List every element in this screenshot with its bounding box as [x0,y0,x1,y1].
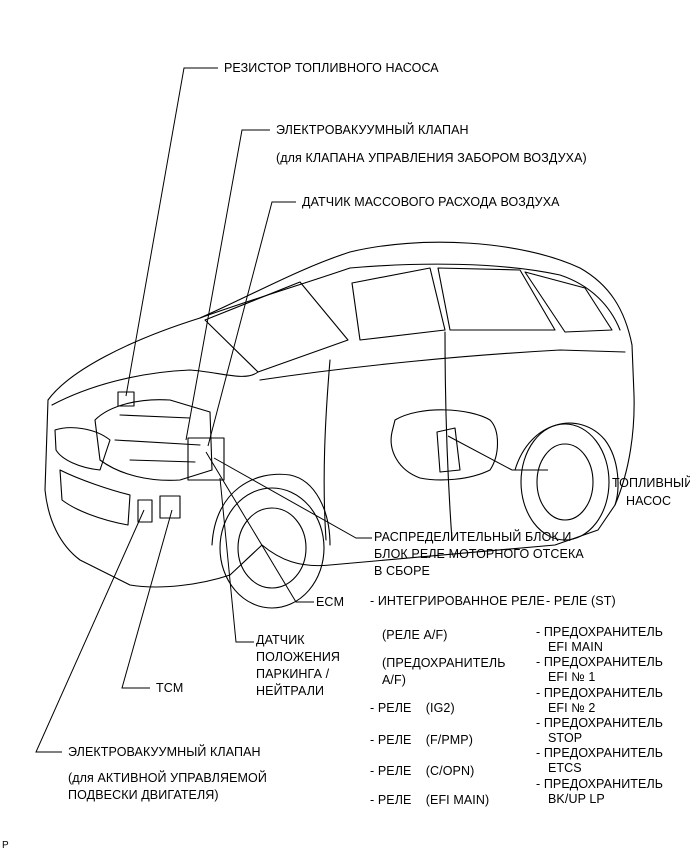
rear-wheel-arch [514,422,619,506]
front-wheel-rim [237,507,307,589]
body-crease [259,349,626,381]
component-relay-ig2: - РЕЛЕ (IG2) [370,701,455,715]
label-relay-block-3: В СБОРЕ [374,564,430,578]
grille [59,469,131,526]
component-fuse-af-1: (ПРЕДОХРАНИТЕЛЬ [382,656,506,670]
engine-detail [114,414,201,463]
label-ecm: ECM [316,595,345,609]
label-fuel-pump-1: ТОПЛИВНЫЙ [612,476,690,490]
tcm-part [137,499,153,523]
component-fuse-efi1-2: EFI № 1 [548,670,596,684]
leader-vsv-intake [185,129,270,441]
component-relay-fpmp: - РЕЛЕ (F/PMP) [370,733,473,747]
component-fuse-efi-main-2: EFI MAIN [548,640,603,654]
component-fuse-bkup-2: BK/UP LP [548,792,605,806]
label-vsv-mount-sub2: ПОДВЕСКИ ДВИГАТЕЛЯ) [68,788,219,802]
component-relay-af: (РЕЛЕ A/F) [382,628,448,642]
label-park-neutral-3: ПАРКИНГА / [256,667,330,681]
leader-tcm [121,509,173,689]
component-fuse-efi-main-1: - ПРЕДОХРАНИТЕЛЬ [536,625,664,639]
component-fuse-stop-2: STOP [548,731,583,745]
front-wheel [219,487,325,609]
ecm-part [159,495,181,519]
label-fuel-pump-2: НАСОС [626,494,672,508]
leader-vsv-mount [35,509,145,753]
component-relay-st: - РЕЛЕ (ST) [546,593,616,609]
label-park-neutral-1: ДАТЧИК [256,633,305,647]
component-fuse-af-2: A/F) [382,673,407,687]
component-fuse-efi2-1: - ПРЕДОХРАНИТЕЛЬ [536,686,664,700]
hood-outline [51,369,259,406]
leader-fuel-pump [447,435,548,471]
label-park-neutral-4: НЕЙТРАЛИ [256,684,325,698]
rear-door-line [444,331,453,541]
component-integrated-relay: - ИНТЕГРИРОВАННОЕ РЕЛЕ [370,594,545,608]
fuel-pump-resistor-part [117,391,135,407]
side-window-rear [437,267,556,331]
windshield [204,281,349,373]
side-window-front [351,267,446,341]
component-fuse-bkup-1: - ПРЕДОХРАНИТЕЛЬ [536,777,664,791]
front-door-line [323,359,331,541]
component-relay-efi-main: - РЕЛЕ (EFI MAIN) [370,793,490,807]
rear-wheel [520,423,610,541]
label-relay-block-2: БЛОК РЕЛЕ МОТОРНОГО ОТСЕКА [374,547,584,561]
component-relay-copn: - РЕЛЕ (C/OPN) [370,764,475,778]
label-vsv-intake-sub: (для КЛАПАНА УПРАВЛЕНИЯ ЗАБОРОМ ВОЗДУХА) [276,151,587,165]
label-maf-sensor: ДАТЧИК МАССОВОГО РАСХОДА ВОЗДУХА [302,195,560,209]
component-fuse-efi2-2: EFI № 2 [548,701,596,715]
corner-mark: P [2,840,9,851]
label-vsv-intake-title: ЭЛЕКТРОВАКУУМНЫЙ КЛАПАН [276,123,469,137]
label-fuel-pump-resistor: РЕЗИСТОР ТОПЛИВНОГО НАСОСА [224,61,439,75]
label-relay-block-1: РАСПРЕДЕЛИТЕЛЬНЫЙ БЛОК И [374,530,572,544]
leader-relay-block [213,457,372,539]
fuel-pump-unit [436,427,461,473]
component-fuse-efi1-1: - ПРЕДОХРАНИТЕЛЬ [536,655,664,669]
label-vsv-mount-sub1: (для АКТИВНОЙ УПРАВЛЯЕМОЙ [68,771,267,785]
rear-window [524,271,613,333]
fuel-tank [390,409,499,481]
rear-wheel-rim [536,443,594,521]
label-tcm: TCM [156,681,184,695]
label-vsv-mount-title: ЭЛЕКТРОВАКУУМНЫЙ КЛАПАН [68,745,261,759]
leader-ecm [205,451,314,603]
vehicle-body-outline [44,241,635,588]
leader-maf-sensor [207,201,296,447]
relay-block-part [187,437,225,481]
headlight [54,427,111,471]
component-fuse-etcs-2: ETCS [548,761,582,775]
leader-park-neutral [219,477,254,643]
label-park-neutral-2: ПОЛОЖЕНИЯ [256,650,341,664]
engine-block [94,399,213,481]
leader-fuel-pump-resistor [125,67,218,397]
component-fuse-stop-1: - ПРЕДОХРАНИТЕЛЬ [536,716,664,730]
front-wheel-arch [211,473,331,546]
component-fuse-etcs-1: - ПРЕДОХРАНИТЕЛЬ [536,746,664,760]
